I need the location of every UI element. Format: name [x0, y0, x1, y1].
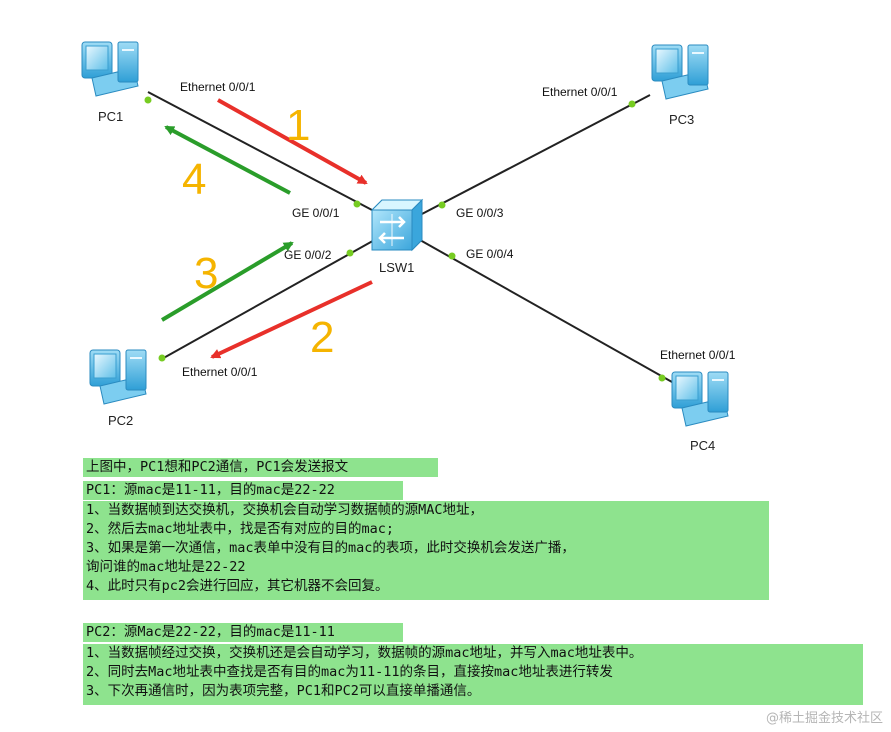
port-dot-pc1 — [144, 96, 152, 104]
node-label-switch: LSW1 — [379, 260, 414, 275]
notes-intro: 上图中，PC1想和PC2通信，PC1会发送报文 — [83, 458, 438, 477]
arrow-step-1 — [217, 98, 368, 185]
port-label-ge2: GE 0/0/2 — [284, 248, 332, 262]
link-pc2-sw — [159, 237, 379, 361]
pc3-computer-icon[interactable] — [651, 44, 709, 100]
switch-icon[interactable] — [370, 198, 424, 252]
pc2-computer-icon[interactable] — [89, 349, 147, 405]
port-label-pc1-eth: Ethernet 0/0/1 — [180, 80, 256, 94]
arrow-step-2 — [210, 280, 373, 359]
port-label-pc2-eth: Ethernet 0/0/1 — [182, 365, 258, 379]
pc1-notes-line: 2、然后去mac地址表中，找是否有对应的目的mac; — [83, 520, 769, 539]
pc4-computer-icon[interactable] — [671, 371, 729, 427]
arrow-step-3 — [160, 241, 294, 322]
pc2-notes-line: 1、当数据帧经过交换，交换机还是会自动学习，数据帧的源mac地址，并写入mac地… — [83, 644, 863, 663]
port-dot-ge4 — [448, 252, 456, 260]
node-label-pc3: PC3 — [669, 112, 694, 127]
port-dot-pc2 — [158, 354, 166, 362]
pc1-computer-icon[interactable] — [81, 41, 139, 97]
port-label-ge1: GE 0/0/1 — [292, 206, 340, 220]
port-dot-pc4 — [658, 374, 666, 382]
node-label-pc2: PC2 — [108, 413, 133, 428]
step-number-2: 2 — [310, 313, 334, 362]
port-dot-pc3 — [628, 100, 636, 108]
node-label-pc1: PC1 — [98, 109, 123, 124]
step-number-1: 1 — [286, 101, 310, 150]
step-number-3: 3 — [194, 249, 218, 298]
port-dot-ge1 — [353, 200, 361, 208]
step-number-4: 4 — [182, 155, 206, 204]
link-pc3-sw — [419, 94, 651, 216]
pc1-notes-line: 4、此时只有pc2会进行回应，其它机器不会回复。 — [83, 577, 769, 600]
port-label-ge3: GE 0/0/3 — [456, 206, 504, 220]
port-dot-ge2 — [346, 249, 354, 257]
arrow-step-4 — [164, 125, 291, 195]
watermark: @稀土掘金技术社区 — [765, 711, 883, 726]
node-label-pc4: PC4 — [690, 438, 715, 453]
port-label-pc3-eth: Ethernet 0/0/1 — [542, 85, 618, 99]
link-pc4-sw — [419, 239, 673, 383]
port-label-pc4-eth: Ethernet 0/0/1 — [660, 348, 736, 362]
pc1-notes-line: 1、当数据帧到达交换机，交换机会自动学习数据帧的源MAC地址， — [83, 501, 769, 520]
pc1-notes-title: PC1：源mac是11-11，目的mac是22-22 — [83, 481, 403, 500]
pc1-notes-line: 询问谁的mac地址是22-22 — [83, 558, 769, 577]
port-label-ge4: GE 0/0/4 — [466, 247, 514, 261]
link-pc1-sw — [147, 91, 373, 211]
port-dot-ge3 — [438, 201, 446, 209]
pc2-notes-line: 2、同时去Mac地址表中查找是否有目的mac为11-11的条目，直接按mac地址… — [83, 663, 863, 682]
pc2-notes-line: 3、下次再通信时，因为表项完整，PC1和PC2可以直接单播通信。 — [83, 682, 863, 705]
pc1-notes-line: 3、如果是第一次通信，mac表单中没有目的mac的表项，此时交换机会发送广播， — [83, 539, 769, 558]
pc2-notes-title: PC2：源Mac是22-22，目的mac是11-11 — [83, 623, 403, 642]
